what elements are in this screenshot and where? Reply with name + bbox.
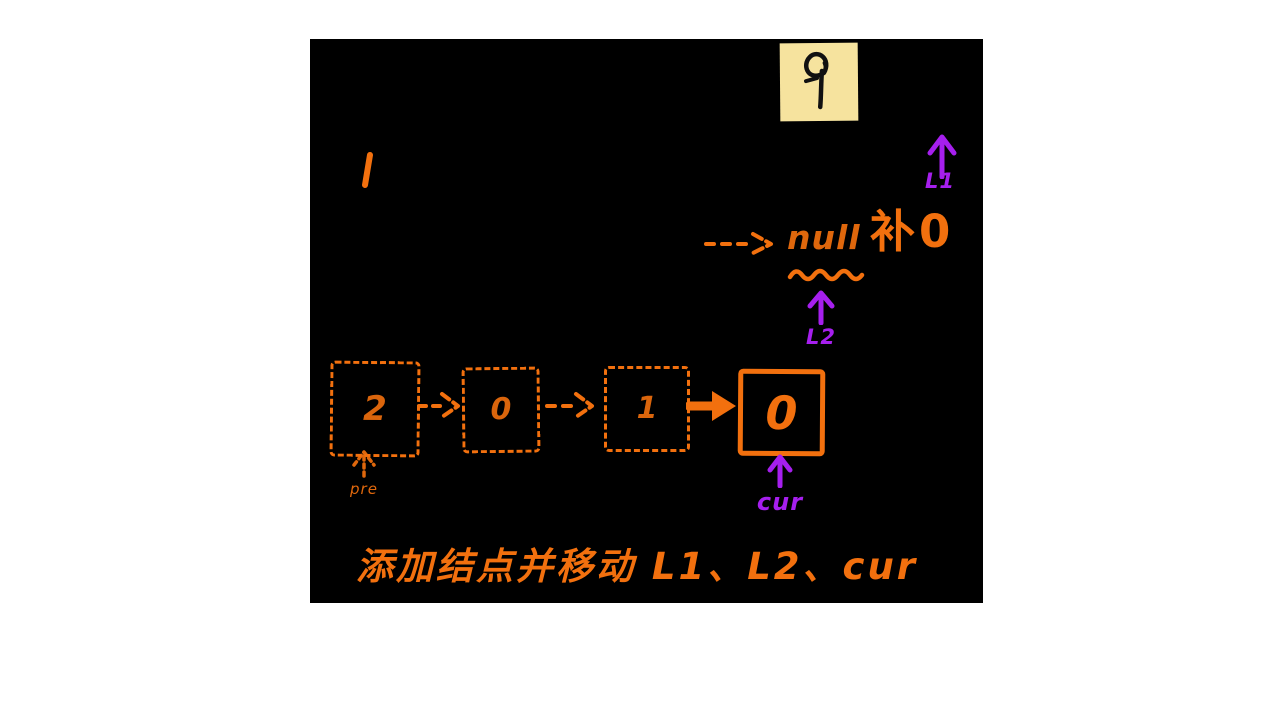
list-node: 0 — [461, 366, 541, 454]
pointer-pre: pre — [342, 448, 386, 497]
node-value: 0 — [765, 385, 798, 440]
arrow-up-icon — [807, 290, 835, 325]
arrow-up-icon — [927, 134, 957, 179]
pointer-cur-label: cur — [756, 488, 804, 516]
squiggle-underline — [787, 268, 865, 282]
note-glyph-icon — [803, 51, 829, 110]
pointer-l1-label: L1 — [925, 169, 955, 193]
pointer-pre-label: pre — [350, 480, 378, 498]
node-value: 2 — [362, 388, 388, 430]
pad-zero-label: 补0 — [870, 205, 955, 258]
null-label: null — [787, 218, 861, 257]
solid-arrow-right-icon — [686, 391, 736, 421]
drawing-canvas[interactable]: L1 null 补0 L2 2 0 — [310, 39, 983, 603]
list-node: 1 — [604, 366, 690, 452]
pointer-l2-label: L2 — [806, 325, 836, 349]
node-value: 0 — [490, 391, 512, 428]
dashed-arrow-right-icon — [417, 392, 460, 419]
pointer-l1: L1 — [920, 133, 964, 192]
pointer-cur: cur — [750, 454, 810, 514]
caption-text: 添加结点并移动 L1、L2、cur — [356, 545, 919, 588]
dashed-arrow-right-icon — [704, 232, 773, 255]
list-node-new: 0 — [737, 368, 826, 457]
arrow-up-dashed-icon — [352, 450, 376, 478]
pointer-l2: L2 — [798, 289, 844, 348]
arrow-up-icon — [767, 454, 793, 488]
sticky-note[interactable] — [779, 42, 859, 122]
dashed-arrow-right-icon — [545, 392, 594, 419]
tick-stroke-mark — [362, 152, 373, 188]
list-node: 2 — [329, 360, 421, 458]
node-value: 1 — [636, 391, 658, 426]
